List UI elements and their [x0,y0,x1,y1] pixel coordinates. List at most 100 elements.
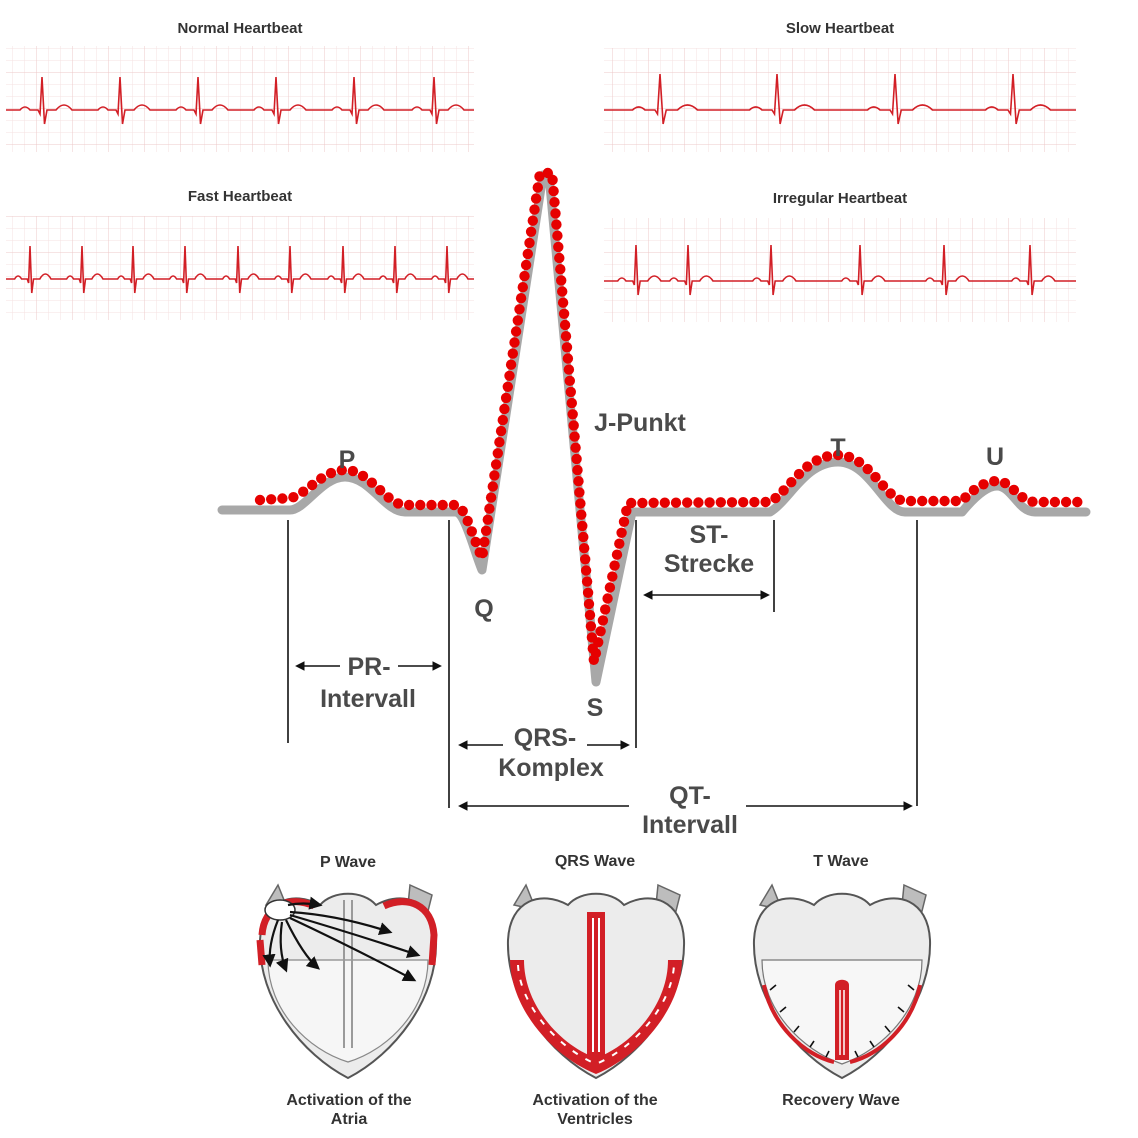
ecg-dot [939,495,950,507]
ecg-dot [515,293,527,304]
ecg-dot [597,615,609,626]
ecg-dot [492,448,503,459]
ecg-dot [960,492,971,503]
ecg-dot [559,319,571,331]
ecg-waveform [217,167,1091,687]
ecg-dot [584,609,596,621]
label-p-wave: P [339,446,356,474]
ecg-dot [604,582,616,593]
heart-caption-line1: Activation of the [286,1092,411,1109]
ecg-dot [1038,496,1049,508]
ecg-dot [905,495,917,507]
ecg-dot [552,230,563,241]
ecg-dot [558,308,570,319]
heart-caption-line2: Ventricles [557,1111,633,1128]
label-qrs-complex-line1: QRS- [514,724,577,752]
ecg-dot [621,505,632,517]
ecg-dot [595,626,606,637]
ecg-dot [870,471,881,483]
label-j-point: J-Punkt [594,409,686,437]
label-qrs-complex-line2: Komplex [498,754,604,782]
ecg-dot [504,370,515,381]
label-s-wave: S [587,694,604,722]
label-st-segment-line2: Strecke [664,550,754,578]
heart-caption-line2: Atria [331,1111,368,1128]
ecg-dot [580,565,592,576]
ecg-dot [556,275,567,286]
strip-grid [604,218,1076,322]
ecg-dot [495,425,507,437]
ecg-dot [517,282,528,293]
ecg-dot [347,465,359,477]
ecg-dot [403,499,415,511]
ecg-dot [853,456,865,468]
ecg-dot [524,237,535,249]
ecg-dot [479,536,490,548]
ecg-dot [832,449,844,461]
ecg-dot [574,487,585,498]
label-u-wave: U [986,443,1004,471]
ecg-dot [522,248,533,260]
strip-title: Normal Heartbeat [177,20,302,37]
ecg-dot [659,497,670,508]
ecg-dot [288,492,299,503]
ecg-dot [1027,496,1038,507]
heart-p-wave: P Wave Activation of the Atria [256,854,438,1128]
ecg-dot [877,480,889,491]
ecg-dot [602,593,613,604]
ecg-dot [593,637,604,648]
heart-qrs-wave: QRS Wave Activation of the Ventricles [506,853,686,1128]
ecg-dot [802,461,813,472]
ecg-dot [477,547,488,559]
ecg-dot [366,477,378,488]
strip-trace [6,76,474,125]
ecg-dot [704,497,715,508]
ecg-dot [590,648,602,659]
ecg-dot [999,477,1011,489]
ecg-dot [489,470,500,481]
ecg-dot [778,485,789,496]
ecg-dot [1060,496,1072,508]
label-pr-interval-line1: PR- [347,653,390,681]
ecg-dot [505,359,517,370]
strip-grid [604,48,1076,152]
ecg-dot [573,476,584,487]
strip-grid [6,216,474,320]
ecg-dot [562,353,574,364]
ecg-dot [507,348,518,359]
ecg-dot [570,442,581,453]
ecg-dot [749,496,760,508]
ecg-dot [554,252,565,264]
ecg-dot [557,286,568,297]
ecg-dot [614,538,625,549]
ecg-dot [553,241,564,253]
ecg-dot [266,494,277,505]
ecg-dot [726,497,738,508]
ecg-dot [609,560,620,571]
ecg-dot [484,503,495,514]
ecg-dot [626,497,637,509]
ecg-dot [383,492,394,503]
ecg-baseline-trace [217,170,1091,687]
ecg-dot [600,604,611,615]
ecg-dot [482,514,493,525]
ecg-dot [534,171,545,182]
ecg-dot [457,505,468,517]
ecg-dot [670,497,682,508]
ecg-dot [1072,496,1083,508]
ecg-dot [618,516,630,527]
ecg-dot [715,497,726,508]
ecg-dot [682,497,693,508]
ecg-dot [567,409,578,420]
ecg-dot [499,403,510,415]
ecg-dot [527,215,538,226]
ecg-dot [738,497,749,508]
ecg-dot [549,197,560,208]
ecg-dot [894,494,906,505]
strip-slow-heartbeat: Slow Heartbeat [604,20,1076,152]
label-t-wave: T [830,434,845,462]
ecg-dot [583,598,595,610]
strip-trace [604,73,1076,125]
strip-trace [6,245,474,294]
